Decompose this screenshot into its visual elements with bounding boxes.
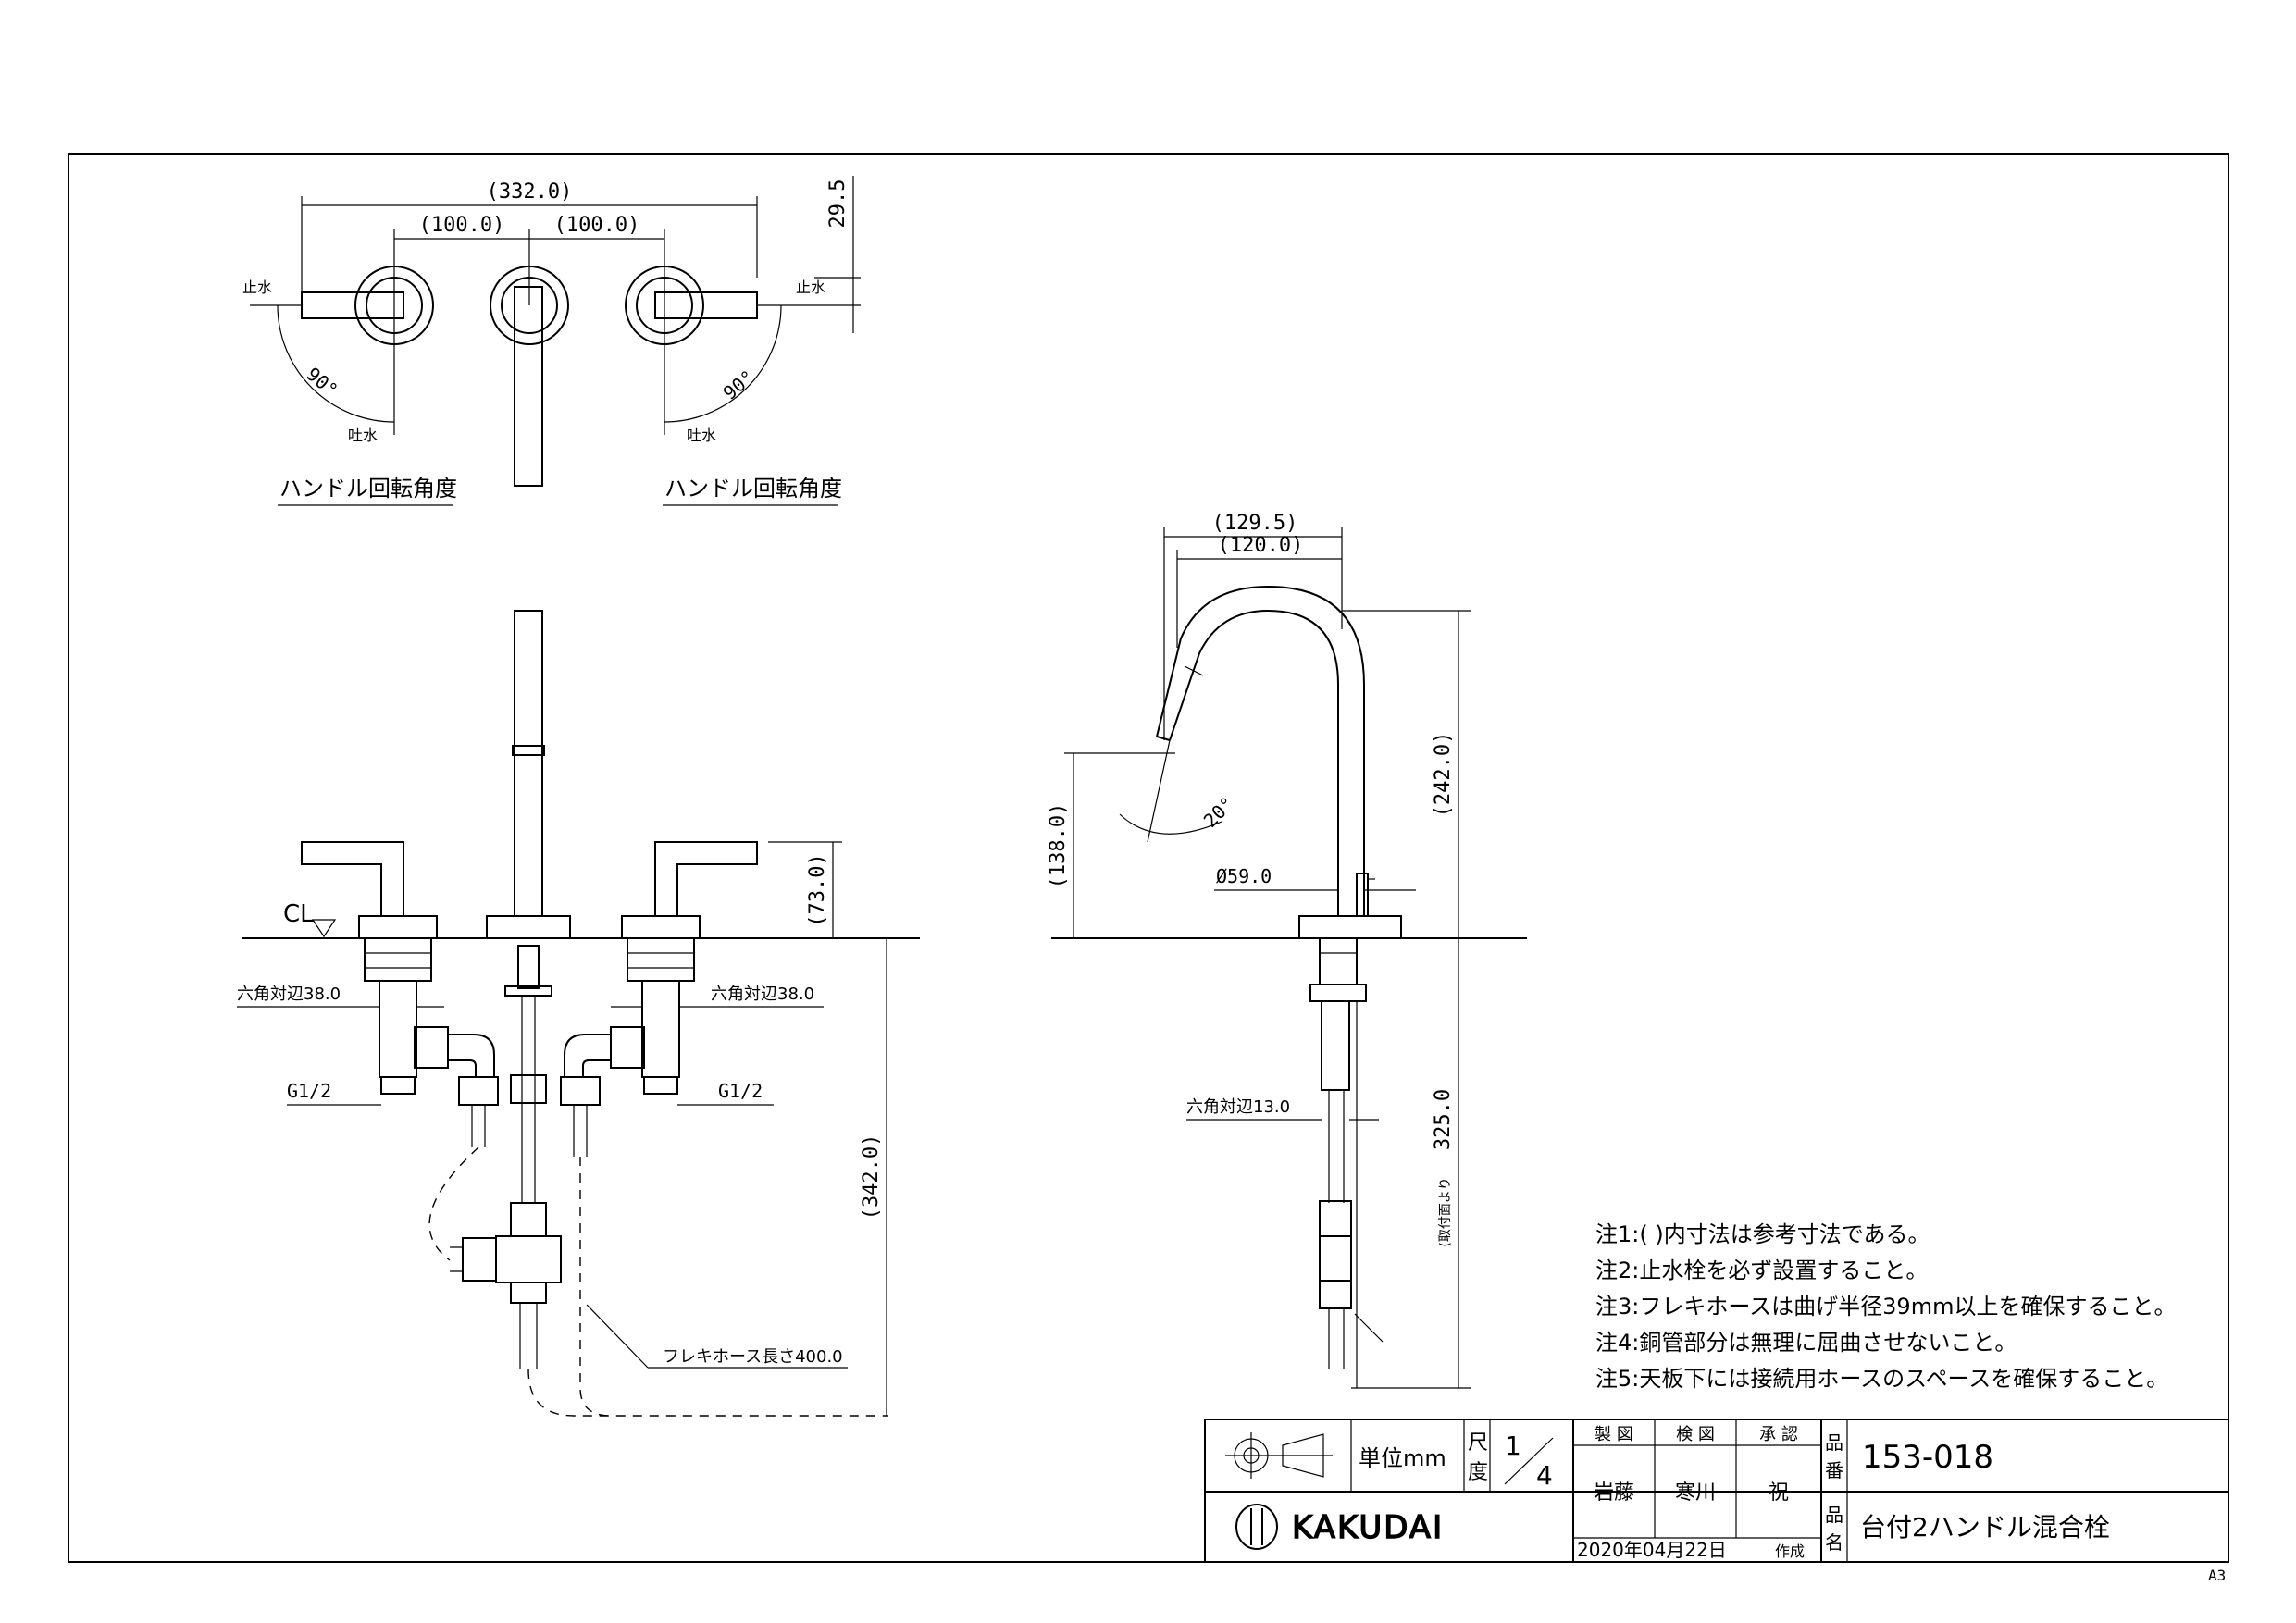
name-label-2: 名: [1825, 1531, 1843, 1554]
left-caption: ハンドル回転角度: [279, 476, 457, 502]
dim-height: 29.5: [826, 180, 850, 229]
projection-symbol-icon: [1225, 1432, 1333, 1479]
title-block: 単位mm 尺 度 1 4 製 図 検 図 承 認 岩藤 寒川 祝 品 番 153…: [1204, 1419, 2229, 1563]
hex-small: 六角対辺13.0: [1186, 1097, 1290, 1117]
left-angle-label: 90°: [303, 363, 342, 402]
name-label-1: 品: [1825, 1504, 1843, 1526]
dim-left: (100.0): [419, 214, 505, 237]
front-view: CL (73.0): [237, 610, 920, 1417]
number-label-1: 品: [1825, 1431, 1843, 1454]
hex-right: 六角対辺38.0: [711, 985, 814, 1004]
dim-below-counter: (342.0): [860, 1134, 883, 1220]
dim-handle-height: (73.0): [806, 853, 829, 926]
brand-name: KAKUDAI: [1292, 1509, 1444, 1546]
role-approve: 承 認: [1759, 1425, 1798, 1444]
side-view: (129.5) (120.0) 20° (138.0) (242.0) Ø59.…: [1047, 512, 1527, 1389]
created-label: 作成: [1775, 1542, 1805, 1560]
role-draw: 製 図: [1595, 1425, 1633, 1444]
dim-spout-height: (138.0): [1047, 803, 1070, 889]
role-check: 検 図: [1676, 1425, 1715, 1444]
hose-label: フレキホース長さ400.0: [663, 1347, 843, 1367]
unit-label: 単位mm: [1359, 1445, 1446, 1471]
cl-label: CL: [283, 900, 314, 928]
scale-label-2: 度: [1468, 1461, 1488, 1484]
right-angle-label: 90°: [719, 365, 759, 404]
right-caption: ハンドル回転角度: [664, 476, 842, 502]
name-approve: 祝: [1769, 1481, 1789, 1505]
top-view: (332.0) (100.0) (100.0) 29.5 止水 90° 吐水: [242, 176, 861, 506]
note-2: 注2:止水栓を必ず設置すること。: [1595, 1258, 1928, 1283]
dim-total: (332.0): [487, 180, 573, 204]
right-stop-label: 止水: [796, 279, 825, 296]
name-draw: 岩藤: [1594, 1481, 1634, 1505]
part-name: 台付2ハンドル混合栓: [1860, 1512, 2110, 1542]
dim-below-note: (取付面より: [1438, 1177, 1453, 1246]
note-5: 注5:天板下には接続用ホースのスペースを確保すること。: [1595, 1366, 2168, 1392]
angle-label: 20°: [1199, 792, 1239, 832]
date: 2020年04月22日: [1577, 1539, 1727, 1561]
dim-below-side: 325.0: [1432, 1089, 1455, 1150]
scale-numerator: 1: [1505, 1431, 1521, 1461]
hex-left: 六角対辺38.0: [237, 985, 341, 1004]
drawing-frame: [68, 153, 2229, 1563]
note-3: 注3:フレキホースは曲げ半径39mm以上を確保すること。: [1595, 1294, 2176, 1319]
note-4: 注4:銅管部分は無理に屈曲させないこと。: [1595, 1330, 2017, 1356]
number-label-2: 番: [1825, 1459, 1843, 1481]
note-1: 注1:( )内寸法は参考寸法である。: [1595, 1221, 1930, 1247]
thread-right: G1/2: [718, 1080, 763, 1102]
diameter-label: Ø59.0: [1216, 865, 1272, 887]
name-check: 寒川: [1675, 1481, 1716, 1505]
dim-total-height: (242.0): [1432, 732, 1455, 818]
thread-left: G1/2: [287, 1080, 331, 1102]
kakudai-logo-icon: [1235, 1504, 1278, 1550]
scale-label-1: 尺: [1468, 1431, 1488, 1455]
left-stop-label: 止水: [242, 279, 272, 296]
left-flow-label: 吐水: [348, 427, 378, 444]
part-number: 153-018: [1862, 1439, 1993, 1476]
dim-reach-outer: (129.5): [1212, 512, 1298, 535]
right-flow-label: 吐水: [687, 427, 716, 444]
scale-denominator: 4: [1536, 1460, 1553, 1491]
notes: 注1:( )内寸法は参考寸法である。 注2:止水栓を必ず設置すること。 注3:フ…: [1595, 1221, 2176, 1392]
dim-reach-inner: (120.0): [1218, 534, 1304, 557]
dim-right: (100.0): [554, 214, 640, 237]
sheet-size: A3: [2208, 1567, 2226, 1584]
